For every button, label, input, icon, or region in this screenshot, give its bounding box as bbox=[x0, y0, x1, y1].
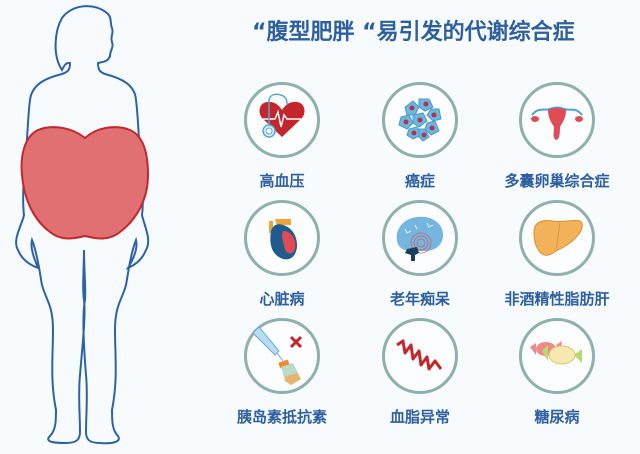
disease-label: 胰岛素抵抗素 bbox=[236, 408, 327, 426]
cancer-cells-icon bbox=[382, 82, 458, 158]
disease-label: 糖尿病 bbox=[534, 408, 580, 426]
disease-item-cancer: 癌症 bbox=[350, 82, 490, 191]
disease-label: 多囊卵巢综合症 bbox=[504, 172, 610, 190]
uterus-ovaries-icon bbox=[519, 82, 595, 158]
disease-label: 高血压 bbox=[259, 172, 305, 190]
disease-item-heart-disease: 心脏病 bbox=[212, 200, 352, 309]
disease-item-pcos: 多囊卵巢综合症 bbox=[487, 82, 627, 191]
disease-item-dyslipidemia: 血脂异常 bbox=[350, 318, 490, 427]
body-silhouette-illustration bbox=[15, 5, 150, 445]
disease-label: 血脂异常 bbox=[389, 408, 450, 426]
disease-label: 癌症 bbox=[404, 172, 435, 190]
disease-label: 非酒精性脂肪肝 bbox=[504, 290, 610, 308]
disease-item-insulin-resistance: 胰岛素抵抗素 bbox=[212, 318, 352, 427]
page-title: “腹型肥胖 “易引发的代谢综合症 bbox=[252, 20, 575, 45]
disease-item-fatty-liver: 非酒精性脂肪肝 bbox=[487, 200, 627, 309]
belly-fat-highlight bbox=[20, 126, 150, 240]
heart-organ-icon bbox=[244, 200, 320, 276]
disease-item-diabetes: 糖尿病 bbox=[487, 318, 627, 427]
heart-stethoscope-icon bbox=[244, 82, 320, 158]
disease-item-hypertension: 高血压 bbox=[212, 82, 352, 191]
brain-icon bbox=[382, 200, 458, 276]
disease-label: 老年痴呆 bbox=[389, 290, 450, 308]
disease-label: 心脏病 bbox=[259, 290, 305, 308]
insulin-syringe-icon bbox=[244, 318, 320, 394]
disease-item-dementia: 老年痴呆 bbox=[350, 200, 490, 309]
body-outline-icon bbox=[15, 5, 150, 445]
liver-icon bbox=[519, 200, 595, 276]
candy-icon bbox=[519, 318, 595, 394]
lipid-wave-icon bbox=[382, 318, 458, 394]
